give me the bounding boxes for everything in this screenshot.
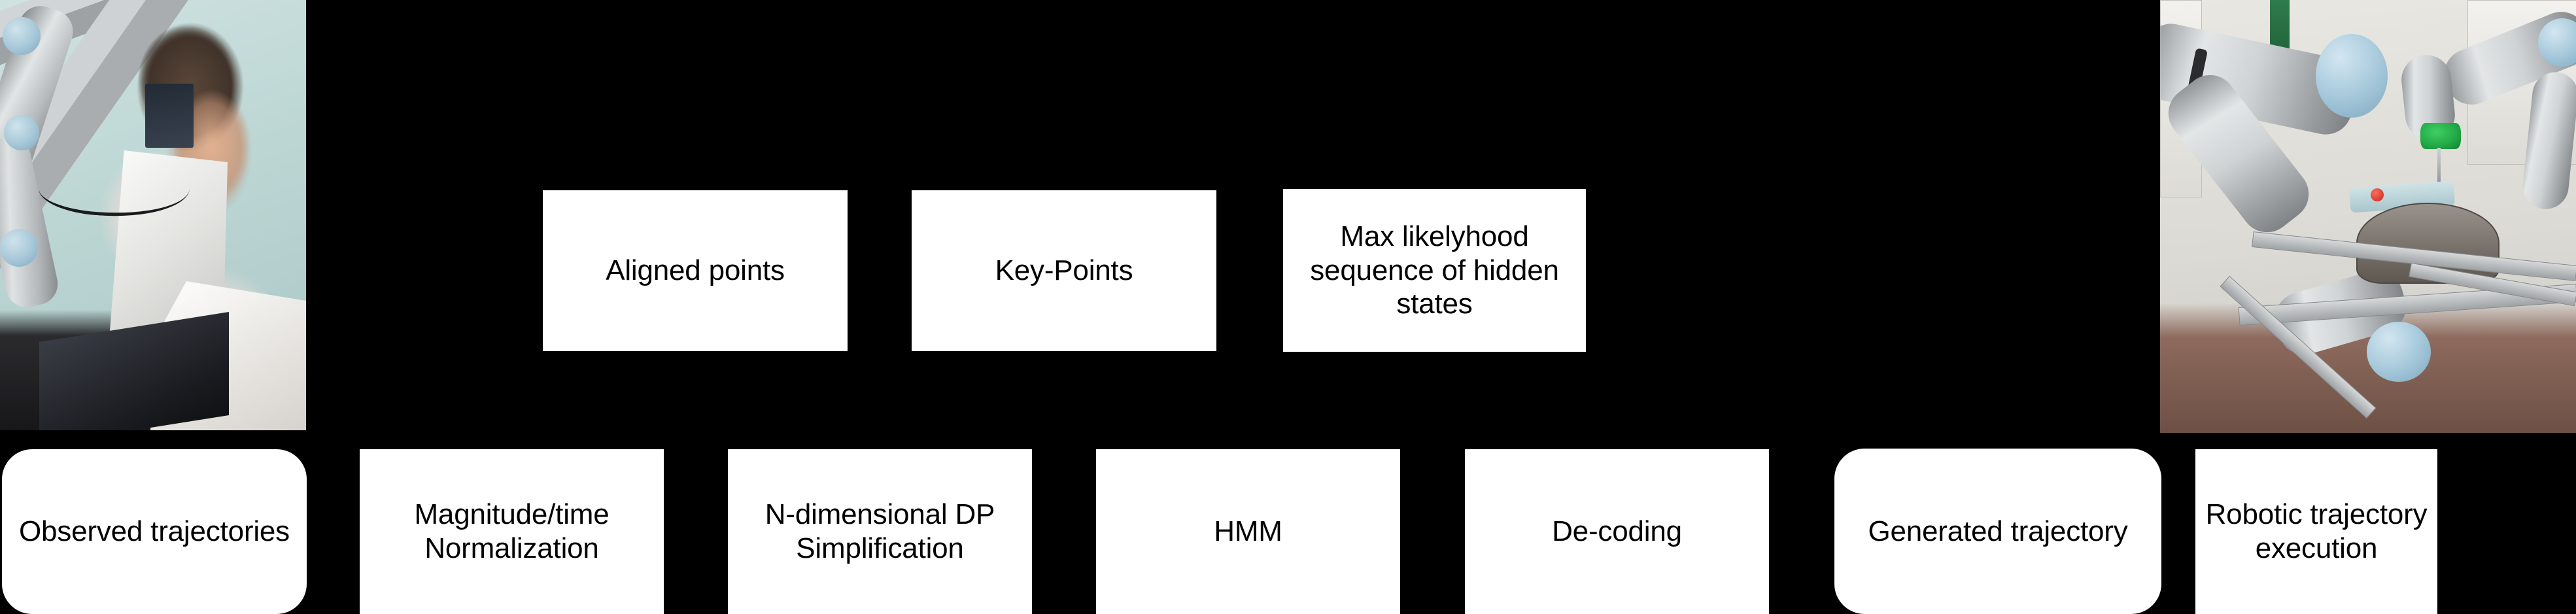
ur-arm-b-joint-cap [2538, 18, 2576, 67]
node-generated-trajectory[interactable]: Generated trajectory [1834, 449, 2161, 614]
node-magnitude-time-normalization-label: Magnitude/time Normalization [414, 498, 610, 564]
work-board [39, 312, 229, 430]
node-robotic-trajectory-execution[interactable]: Robotic trajectory execution [2195, 449, 2437, 614]
node-max-likelyhood-sequence[interactable]: Max likelyhood sequence of hidden states [1283, 189, 1586, 352]
node-generated-trajectory-label: Generated trajectory [1868, 515, 2128, 547]
node-magnitude-time-normalization[interactable]: Magnitude/time Normalization [360, 449, 664, 614]
operator-demonstration-photo [0, 0, 306, 430]
node-aligned-points[interactable]: Aligned points [543, 190, 848, 351]
node-observed-trajectories[interactable]: Observed trajectories [2, 449, 307, 614]
node-n-dimensional-dp-simplification[interactable]: N-dimensional DP Simplification [728, 449, 1032, 614]
node-aligned-points-label: Aligned points [606, 254, 785, 287]
node-observed-trajectories-label: Observed trajectories [19, 515, 290, 548]
node-key-points[interactable]: Key-Points [912, 190, 1216, 351]
node-de-coding[interactable]: De-coding [1465, 449, 1769, 614]
console-screen [145, 84, 194, 148]
emergency-stop-button [2371, 188, 2384, 201]
node-max-likelyhood-sequence-label: Max likelyhood sequence of hidden states [1310, 220, 1559, 320]
node-hmm-label: HMM [1214, 515, 1282, 548]
node-n-dimensional-dp-simplification-label: N-dimensional DP Simplification [764, 498, 995, 564]
robot-joint-cap-2 [4, 115, 39, 150]
green-end-effector-flange [2420, 123, 2461, 149]
node-key-points-label: Key-Points [995, 254, 1133, 287]
node-de-coding-label: De-coding [1552, 515, 1682, 548]
robot-joint-cap-1 [3, 17, 41, 55]
ur-arm-a-joint-cap [2316, 34, 2388, 118]
node-robotic-trajectory-execution-label: Robotic trajectory execution [2205, 498, 2428, 564]
robot-execution-photo [2160, 0, 2576, 433]
ur-arm-a-wrist-cap [2367, 322, 2431, 382]
node-hmm[interactable]: HMM [1096, 449, 1400, 614]
drill-bit [2437, 148, 2441, 188]
robot-joint-cap-3 [0, 229, 38, 267]
